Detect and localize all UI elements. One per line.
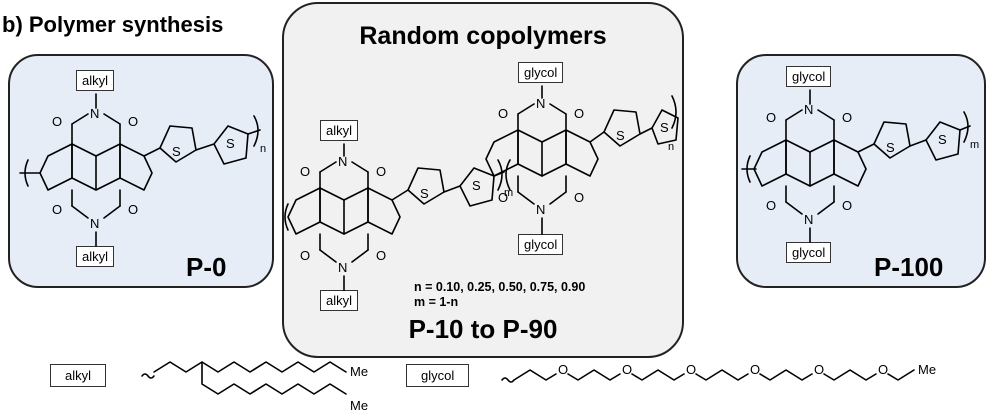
repeat-subscript: n [260, 143, 266, 155]
ndi-bithiophene-structure: N O O N O O S S m [741, 89, 979, 243]
atom-o: O [128, 114, 138, 129]
terminal-methyl: Me [350, 364, 368, 379]
atom-s: S [172, 144, 181, 159]
section-heading: b) Polymer synthesis [2, 12, 224, 37]
formula-line-1: n = 0.10, 0.25, 0.50, 0.75, 0.90 [414, 280, 586, 294]
formula-line-2: m = 1-n [414, 295, 459, 309]
atom-o: O [766, 110, 776, 125]
repeat-subscript-m: m [504, 187, 513, 199]
alkyl-chain-structure: Me Me [141, 361, 368, 413]
panel-homopolymer-glycol: glycol glycol N O O N O O S S m P-100 [736, 54, 986, 288]
glycol-chain-structure: O O O O O O Me [501, 362, 936, 383]
atom-n: N [90, 106, 99, 121]
top-substituent-box: alkyl [76, 70, 115, 91]
atom-n: N [536, 96, 545, 111]
atom-o: O [128, 202, 138, 217]
atom-s: S [420, 186, 429, 201]
glycol-unit-top-box: glycol [518, 62, 564, 83]
ndi-bithiophene-structure: N O O N O O S S n [19, 93, 266, 247]
atom-o: O [842, 110, 852, 125]
atom-s: S [616, 128, 625, 143]
atom-n: N [338, 154, 347, 169]
polymer-code-range: P-10 to P-90 [408, 314, 558, 344]
atom-o: O [52, 202, 62, 217]
atom-o: O [498, 190, 508, 205]
atom-o: O [300, 164, 310, 179]
svg-text:O: O [686, 362, 696, 377]
atom-o: O [498, 106, 508, 121]
repeat-subscript: m [970, 139, 979, 151]
svg-text:O: O [622, 362, 632, 377]
atom-o: O [842, 198, 852, 213]
top-substituent-box: glycol [786, 66, 832, 87]
atom-o: O [376, 248, 386, 263]
atom-s: S [886, 140, 895, 155]
atom-s: S [472, 178, 481, 193]
panel-random-copolymers: Random copolymers alkyl alkyl glycol gly… [282, 2, 684, 358]
glycol-unit-bottom-box: glycol [518, 234, 564, 255]
terminal-methyl: Me [918, 362, 936, 377]
copolymer-structure: N O O N O O S S m N O O [284, 85, 679, 291]
svg-text:O: O [750, 362, 760, 377]
svg-text:O: O [814, 362, 824, 377]
atom-n: N [536, 202, 545, 217]
svg-text:O: O [878, 362, 888, 377]
atom-n: N [338, 260, 347, 275]
polymer-code: P-0 [186, 252, 227, 282]
atom-o: O [574, 106, 584, 121]
panel-homopolymer-alkyl: alkyl alkyl N O O N O O S S [8, 54, 274, 288]
repeat-subscript-n: n [668, 141, 674, 153]
alkyl-unit-bottom-box: alkyl [320, 290, 359, 311]
atom-n: N [804, 102, 813, 117]
atom-s: S [938, 132, 947, 147]
terminal-methyl: Me [350, 398, 368, 413]
polymer-code: P-100 [874, 252, 944, 282]
atom-s: S [660, 120, 669, 135]
atom-o: O [376, 164, 386, 179]
panel-title: Random copolymers [359, 22, 607, 50]
legend-alkyl-box: alkyl [50, 364, 107, 387]
bottom-substituent-box: glycol [786, 242, 832, 263]
atom-o: O [52, 114, 62, 129]
atom-n: N [90, 216, 99, 231]
atom-o: O [574, 190, 584, 205]
legend-glycol-box: glycol [406, 364, 470, 387]
atom-n: N [804, 212, 813, 227]
alkyl-unit-top-box: alkyl [320, 120, 359, 141]
bottom-substituent-box: alkyl [76, 246, 115, 267]
atom-o: O [300, 248, 310, 263]
svg-text:O: O [558, 362, 568, 377]
atom-s: S [226, 136, 235, 151]
composition-formula: n = 0.10, 0.25, 0.50, 0.75, 0.90 m = 1-n [414, 280, 585, 310]
atom-o: O [766, 198, 776, 213]
